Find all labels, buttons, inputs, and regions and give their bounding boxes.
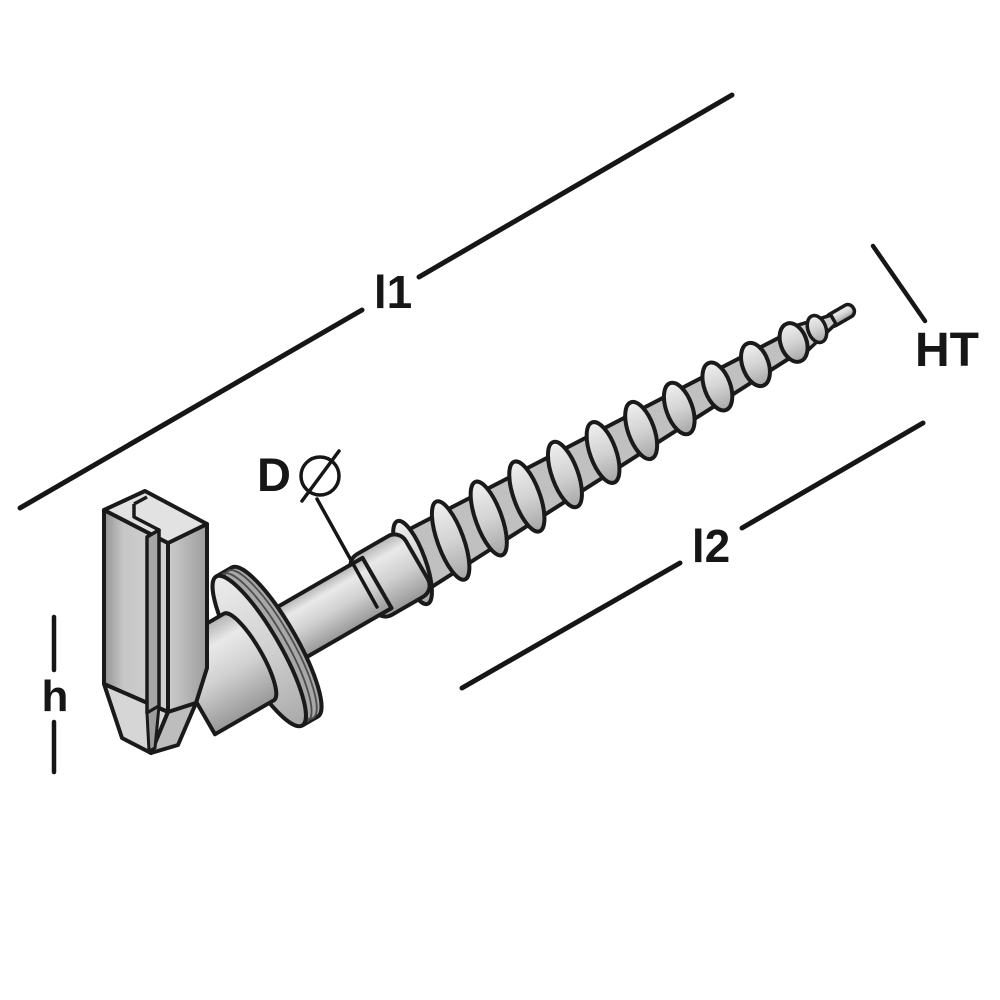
diameter-symbol-slash <box>300 449 341 503</box>
dimension-l1 <box>17 92 735 511</box>
thread-ring <box>661 380 697 437</box>
thread-ring <box>739 340 772 389</box>
label-l1: l1 <box>374 266 412 318</box>
diameter-callout <box>299 449 379 609</box>
dimension-line-l2-b <box>739 420 926 531</box>
thread-ring <box>623 399 660 462</box>
thread-ring <box>429 499 472 582</box>
head-right-face <box>166 522 209 714</box>
head-slot-groove-bottom <box>145 704 161 753</box>
head-slot-groove <box>145 528 161 715</box>
label-l2: l2 <box>692 520 730 572</box>
thread-ring <box>700 360 735 413</box>
dimension-line-l1-a <box>17 307 365 511</box>
label-h: h <box>42 672 69 721</box>
thread-ring <box>777 321 810 364</box>
screw-head <box>102 489 209 755</box>
thread-ring <box>507 459 547 534</box>
thread-ring <box>468 479 509 558</box>
dimension-l2 <box>459 420 926 691</box>
diameter-symbol-icon <box>299 455 341 497</box>
dimension-line-l2-a <box>459 560 683 691</box>
thread-ring <box>545 439 584 510</box>
label-ht: HT <box>915 324 979 377</box>
dimension-line-ht <box>870 243 928 324</box>
thread-ring <box>584 420 622 485</box>
dimension-leader-d <box>315 497 379 609</box>
thread-ring <box>805 313 829 345</box>
dimension-line-l1-b <box>416 92 735 280</box>
label-d: D <box>257 448 291 501</box>
head-top-face <box>102 489 209 545</box>
screw-illustration <box>162 302 857 737</box>
